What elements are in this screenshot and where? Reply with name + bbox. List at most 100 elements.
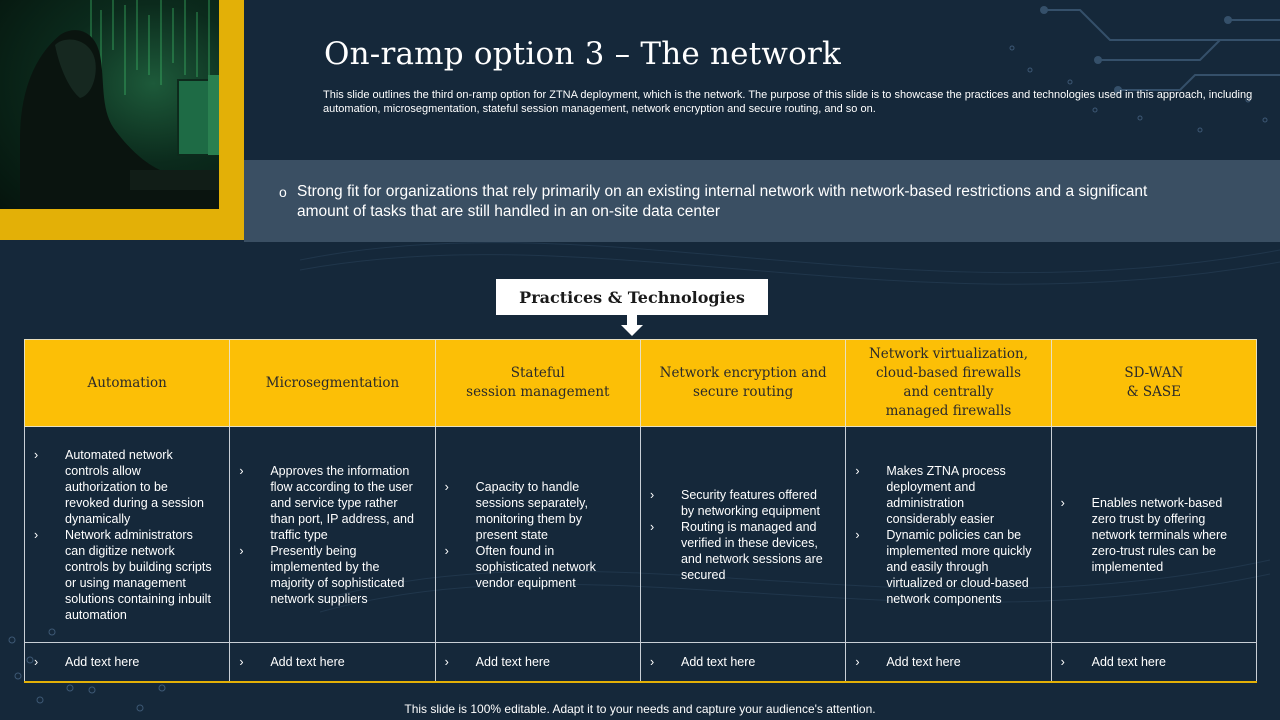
add-text-item[interactable]: ›Add text here — [238, 654, 422, 670]
down-arrow-icon — [621, 315, 643, 336]
bullet-line: Often found in — [475, 543, 555, 558]
bullet-line: Dynamic policies can be — [886, 527, 1022, 542]
chevron-right-icon: › — [855, 655, 860, 669]
chevron-right-icon: › — [239, 543, 244, 558]
header-line: SD-WAN — [1124, 365, 1184, 381]
add-text-item[interactable]: › Add text here — [33, 654, 217, 670]
header-line: Automation — [87, 374, 167, 391]
header-line: session management — [466, 384, 610, 400]
add-text-item[interactable]: › Add text here — [444, 654, 628, 670]
bullet-line: deployment and — [886, 479, 976, 494]
bullet-line: solutions containing inbuilt — [65, 591, 211, 606]
add-text-item[interactable]: › Add text here — [854, 654, 1038, 670]
chevron-right-icon: › — [855, 527, 860, 542]
bullet-line: Makes ZTNA process — [886, 463, 1006, 478]
add-text-cell[interactable]: ›Add text here — [229, 642, 436, 683]
add-text-placeholder[interactable]: Add text here — [65, 655, 140, 669]
bullet-line: sophisticated network — [475, 559, 596, 574]
add-text-placeholder[interactable]: Add text here — [680, 655, 756, 669]
bullet-line: sessions separately, — [475, 495, 588, 510]
add-text-cell[interactable]: ›Add text here — [639, 642, 847, 683]
bullet-line: Approves the information — [270, 463, 410, 478]
bullet-line: and service type rather — [270, 495, 398, 510]
chevron-right-icon: › — [34, 447, 39, 462]
bullet-line: flow according to the user — [270, 479, 413, 494]
add-text-placeholder[interactable]: Add text here — [270, 655, 345, 669]
bullet-line: revoked during a session — [65, 495, 204, 510]
bullet-line: zero-trust rules can be — [1091, 543, 1216, 558]
bullet-line: administration — [886, 495, 965, 510]
bullet-line: Routing is managed and — [680, 519, 817, 534]
bullet-line: automation — [65, 607, 127, 622]
chevron-right-icon: › — [1060, 655, 1065, 669]
bullet-line: secured — [680, 567, 726, 582]
fit-bullet-icon: o — [279, 184, 287, 200]
header-line: secure routing — [693, 384, 794, 400]
chevron-right-icon: › — [444, 479, 449, 494]
bullet-line: considerably easier — [886, 511, 995, 526]
bullet-line: network suppliers — [270, 591, 368, 606]
header-line: and centrally — [903, 384, 994, 400]
hero-image-frame — [0, 0, 244, 240]
add-text-placeholder[interactable]: Add text here — [1091, 655, 1166, 669]
header-line: Network encryption and — [659, 365, 827, 381]
bullet-line: zero trust by offering — [1091, 511, 1206, 526]
add-text-item[interactable]: › Add text here — [1060, 654, 1244, 670]
add-text-row: › Add text here › Add text here › Add text he… — [23, 642, 1258, 683]
strong-fit-band — [244, 160, 1280, 242]
add-text-cell[interactable]: › Add text here — [1050, 642, 1258, 683]
add-text-cell[interactable]: › Add text here — [434, 642, 641, 683]
add-text-cell[interactable]: › Add text here — [845, 642, 1052, 683]
add-text-cell[interactable]: › Add text here — [23, 642, 231, 683]
column-header: Microsegmentation — [229, 339, 436, 427]
header-line: managed firewalls — [885, 403, 1012, 419]
slide-title: On-ramp option 3 – The network — [324, 36, 841, 72]
strong-fit-text: Strong fit for organizations that rely p… — [297, 183, 1148, 220]
bullet-line: majority of sophisticated — [270, 575, 405, 590]
bullet-line: virtualized or cloud-based — [886, 575, 1029, 590]
add-text-item[interactable]: ›Add text here — [649, 654, 833, 670]
header-line: & SASE — [1126, 384, 1182, 400]
bullet-line: Network administrators — [65, 527, 193, 542]
chevron-right-icon: › — [444, 655, 449, 669]
bullet-line: implemented — [1091, 559, 1164, 574]
bullet-line: network components — [886, 591, 1002, 606]
bullet-line: implemented by the — [270, 559, 380, 574]
chevron-right-icon: › — [649, 487, 655, 502]
header-line: cloud-based firewalls — [875, 365, 1021, 381]
bullet-line: and easily through — [886, 559, 989, 574]
bullet-line: controls allow — [65, 463, 141, 478]
bullet-line: implemented more quickly — [886, 543, 1032, 558]
add-text-placeholder[interactable]: Add text here — [886, 655, 961, 669]
bullet-line: dynamically — [65, 511, 131, 526]
bullet-line: Capacity to handle — [475, 479, 580, 494]
add-text-placeholder[interactable]: Add text here — [475, 655, 551, 669]
bullet-line: Security features offered — [680, 487, 817, 502]
footer-note: This slide is 100% editable. Adapt it to… — [404, 702, 876, 716]
bullet-line: Automated network — [65, 447, 173, 462]
column-header: Network encryption and secure routing — [639, 339, 847, 427]
chevron-right-icon: › — [34, 655, 39, 669]
column-header: Automation — [23, 339, 231, 427]
chevron-right-icon: › — [1060, 495, 1065, 510]
practices-technologies-label: Practices & Technologies — [519, 287, 745, 307]
